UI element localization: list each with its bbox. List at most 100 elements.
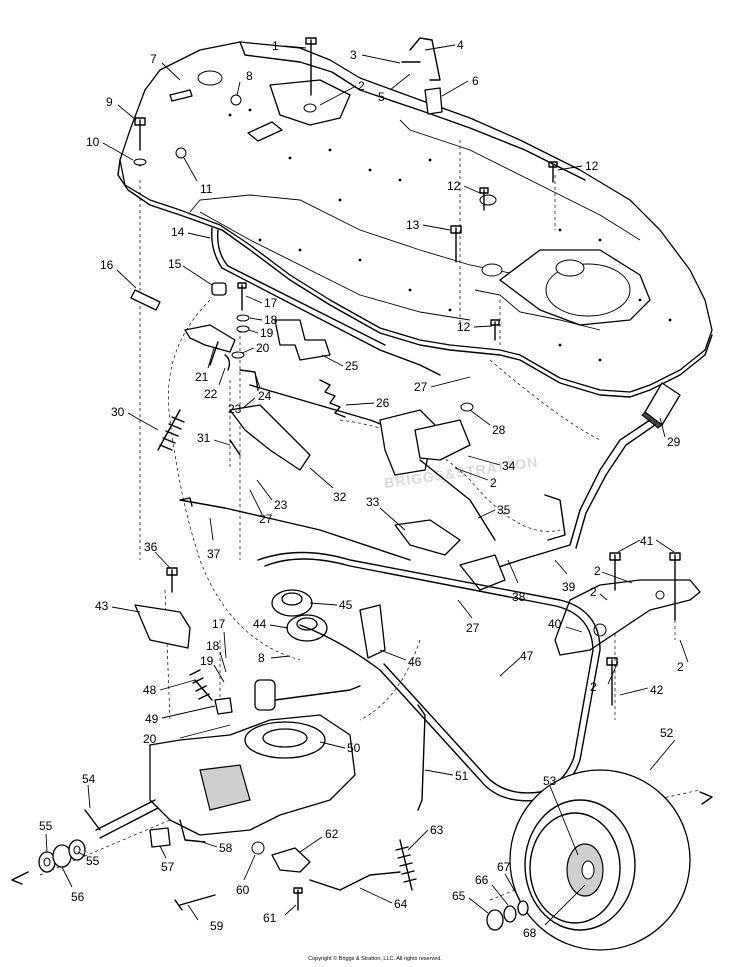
callout-label: 44	[253, 617, 267, 631]
callout-30: 30	[111, 405, 159, 431]
callout-36: 36	[144, 540, 171, 569]
callout-label: 1	[272, 39, 279, 53]
callout-26: 26	[345, 396, 390, 410]
callout-label: 31	[197, 431, 211, 445]
callout-39: 39	[554, 559, 576, 594]
callout-46: 46	[379, 649, 422, 669]
callout-label: 62	[325, 827, 339, 841]
callout-label: 39	[562, 580, 576, 594]
callout-label: 9	[106, 95, 113, 109]
callout-label: 2	[677, 660, 684, 674]
callout-50: 50	[319, 741, 361, 755]
callout-label: 60	[236, 883, 250, 897]
callout-label: 5	[378, 90, 385, 104]
callout-label: 19	[260, 326, 274, 340]
callout-43: 43	[95, 599, 141, 613]
callout-49: 49	[145, 705, 216, 726]
callout-label: 29	[667, 435, 681, 449]
callout-label: 15	[168, 257, 182, 271]
callout-55-right: 55	[77, 851, 100, 868]
callout-65: 65	[452, 889, 489, 914]
callout-62: 62	[299, 827, 339, 853]
callouts: 1 2 3 4 5 6 7 8 9 10 11 12 12 12 13 14 1…	[39, 38, 689, 940]
callout-18: 18	[249, 313, 278, 327]
callout-58: 58	[201, 841, 233, 855]
callout-label: 63	[430, 823, 444, 837]
callout-label: 32	[333, 490, 347, 504]
callout-53: 53	[543, 774, 579, 856]
callout-label: 38	[512, 590, 526, 604]
callout-41: 41	[617, 534, 675, 553]
callout-4: 4	[424, 38, 464, 52]
callout-59: 59	[187, 904, 224, 933]
callout-label: 59	[210, 919, 224, 933]
callout-label: 43	[95, 599, 109, 613]
callout-label: 13	[406, 218, 420, 232]
callout-40: 40	[548, 617, 583, 633]
callout-15: 15	[168, 257, 213, 286]
callout-3: 3	[350, 48, 401, 64]
callout-19: 19	[248, 326, 274, 340]
callout-label: 28	[492, 423, 506, 437]
callout-label: 22	[204, 387, 218, 401]
callout-33: 33	[366, 495, 406, 531]
callout-12-bottom: 12	[457, 320, 493, 334]
callout-label: 58	[219, 841, 233, 855]
callout-label: 2	[490, 476, 497, 490]
callout-23-bottom: 23	[256, 479, 288, 512]
callout-35: 35	[477, 503, 511, 519]
callout-label: 17	[264, 296, 278, 310]
callout-label: 57	[161, 860, 175, 874]
callout-label: 50	[347, 741, 361, 755]
callout-label: 46	[408, 655, 422, 669]
callout-label: 33	[366, 495, 380, 509]
callout-label: 12	[457, 320, 471, 334]
callout-label: 17	[212, 617, 226, 631]
callout-10: 10	[86, 135, 134, 161]
callout-29: 29	[659, 417, 681, 449]
callout-label: 64	[394, 897, 408, 911]
callout-24: 24	[255, 375, 272, 403]
callout-label: 36	[144, 540, 158, 554]
callout-51: 51	[424, 769, 469, 783]
callout-label: 55	[39, 819, 53, 833]
callout-label: 56	[71, 890, 85, 904]
callout-63: 63	[407, 823, 444, 851]
callout-label: 19	[200, 654, 214, 668]
callout-2-plate-c: 2	[590, 661, 619, 694]
callout-label: 3	[350, 48, 357, 62]
callout-label: 27	[414, 380, 428, 394]
callout-label: 68	[523, 926, 537, 940]
callout-17: 17	[245, 295, 278, 310]
callout-60: 60	[236, 854, 256, 897]
callout-label: 27	[466, 621, 480, 635]
callout-label: 45	[339, 598, 353, 612]
callout-label: 10	[86, 135, 100, 149]
callout-54: 54	[82, 772, 96, 809]
callout-label: 6	[472, 74, 479, 88]
callout-label: 4	[457, 38, 464, 52]
callout-label: 8	[258, 651, 265, 665]
callout-label: 27	[259, 512, 273, 526]
callout-label: 24	[258, 389, 272, 403]
callout-label: 51	[455, 769, 469, 783]
callout-45: 45	[309, 598, 353, 612]
callout-label: 23	[274, 498, 288, 512]
callout-label: 2	[590, 680, 597, 694]
callout-48: 48	[143, 679, 196, 697]
callout-25: 25	[321, 354, 359, 373]
frame-chassis	[117, 41, 713, 398]
callout-27-top: 27	[414, 376, 471, 394]
callout-20-lower: 20	[143, 724, 231, 746]
callout-67: 67	[497, 860, 521, 901]
callout-1: 1	[272, 39, 307, 53]
callout-label: 37	[207, 547, 221, 561]
callout-label: 12	[447, 179, 461, 193]
callout-label: 55	[86, 854, 100, 868]
callout-label: 2	[358, 79, 365, 93]
callout-label: 34	[502, 459, 516, 473]
callout-37: 37	[207, 517, 221, 561]
callout-label: 65	[452, 889, 466, 903]
copyright-notice: Copyright © Briggs & Stratton, LLC. All …	[308, 956, 442, 962]
